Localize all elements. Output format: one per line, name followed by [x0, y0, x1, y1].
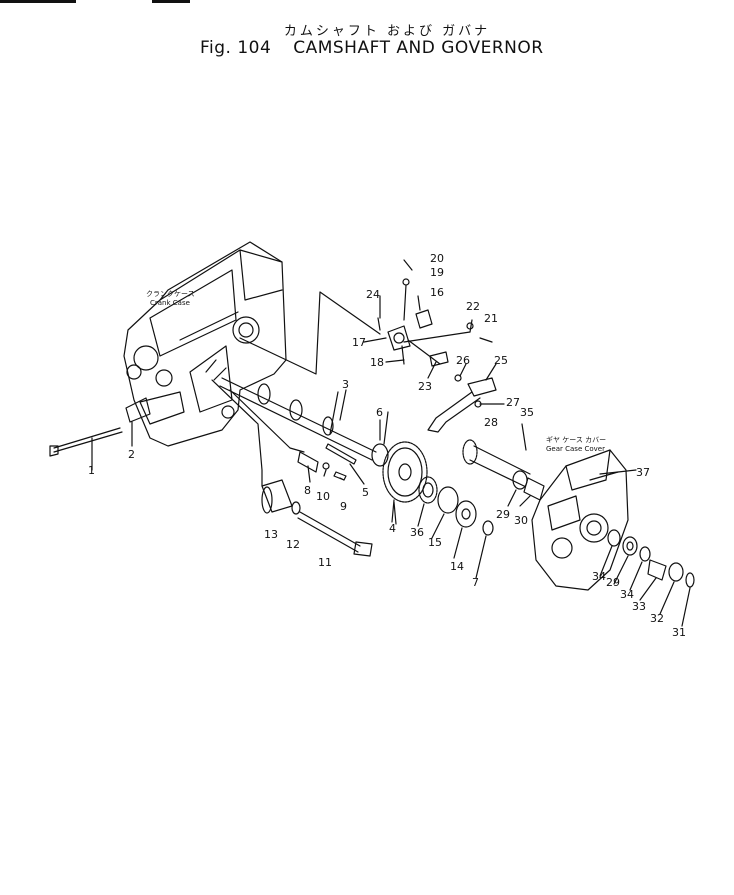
callout-19: 19: [430, 266, 444, 279]
pin-part: [297, 451, 319, 473]
callout-16: 16: [430, 286, 444, 299]
callout-34-right: 34: [620, 588, 634, 601]
callout-26: 26: [456, 354, 470, 367]
callout-10: 10: [316, 490, 330, 503]
key-part: [325, 443, 357, 465]
governor-weight-part: [455, 500, 477, 528]
callout-34-left: 34: [592, 570, 606, 583]
header-rule-left: [0, 0, 76, 3]
bearing-part: [371, 443, 389, 467]
title-japanese: カムシャフト および ガバナ: [283, 24, 491, 39]
callout-22: 22: [466, 300, 480, 313]
bearing-32-part: [668, 562, 684, 582]
callout-29-lower: 29: [606, 576, 620, 589]
callout-31: 31: [672, 626, 686, 639]
callout-labels: 1 2 3 4 5 6 7 8 9 10 11 12 13 14 15 16 1…: [88, 252, 686, 639]
callout-32: 32: [650, 612, 664, 625]
callout-18: 18: [370, 356, 384, 369]
callout-14: 14: [450, 560, 464, 573]
shaft-bearing-part: [512, 470, 528, 490]
callout-17: 17: [352, 336, 366, 349]
callout-29-upper: 29: [496, 508, 510, 521]
collar-part: [647, 559, 667, 581]
governor-lever-part: [387, 319, 473, 367]
idler-bushing-part: [261, 479, 373, 557]
callout-33: 33: [632, 600, 646, 613]
governor-shaft-part: [462, 423, 531, 487]
callout-6: 6: [376, 406, 383, 419]
callout-13: 13: [264, 528, 278, 541]
callout-5: 5: [362, 486, 369, 499]
bearing-29-part: [622, 536, 638, 556]
cam-gear-part: [382, 441, 428, 523]
snap-ring-part: [482, 520, 494, 536]
oil-seal-part: [607, 529, 621, 547]
crank-case-part: [123, 241, 287, 447]
sleeve-part: [125, 397, 151, 447]
small-washer-part: [322, 462, 330, 470]
callout-1: 1: [88, 464, 95, 477]
callout-37: 37: [636, 466, 650, 479]
callout-12: 12: [286, 538, 300, 551]
long-bolt-part: [49, 427, 123, 471]
crank-case-label-jp: クランクケース: [146, 290, 195, 298]
header-rule-right: [152, 0, 190, 3]
callout-11: 11: [318, 556, 332, 569]
small-gear-part: [418, 476, 438, 504]
hex-bolt-part: [479, 337, 493, 343]
washer-part: [437, 486, 459, 514]
figure-title: Fig. 104 CAMSHAFT AND GOVERNOR: [200, 38, 544, 58]
callout-25: 25: [494, 354, 508, 367]
callout-15: 15: [428, 536, 442, 549]
callout-30: 30: [514, 514, 528, 527]
gear-case-label-jp: ギヤ ケース カバー: [546, 436, 606, 444]
lever-bracket-part: [415, 309, 433, 329]
callout-23: 23: [418, 380, 432, 393]
callout-20: 20: [430, 252, 444, 265]
callout-9: 9: [340, 500, 347, 513]
governor-arm-part: [427, 374, 497, 433]
callout-7: 7: [472, 576, 479, 589]
figure-title-text: CAMSHAFT AND GOVERNOR: [293, 38, 544, 58]
sleeve-bushing-part: [523, 477, 545, 501]
callout-21: 21: [484, 312, 498, 325]
gear-case-label-en: Gear Case Cover: [546, 445, 605, 453]
callout-28: 28: [484, 416, 498, 429]
gear-case-cover-part: [531, 449, 629, 591]
callout-2: 2: [128, 448, 135, 461]
small-bolt-part: [333, 471, 347, 481]
callout-27: 27: [506, 396, 520, 409]
crank-case-label-en: Crank Case: [150, 299, 190, 307]
callout-3: 3: [342, 378, 349, 391]
circlip-part: [685, 572, 695, 588]
callout-24: 24: [366, 288, 380, 301]
split-pin-part: [403, 259, 413, 271]
callout-35: 35: [520, 406, 534, 419]
callout-8: 8: [304, 484, 311, 497]
camshaft-part: [219, 377, 377, 461]
callout-4: 4: [389, 522, 396, 535]
figure-number: Fig. 104: [200, 38, 272, 58]
callout-36: 36: [410, 526, 424, 539]
spacer-part: [639, 546, 651, 562]
